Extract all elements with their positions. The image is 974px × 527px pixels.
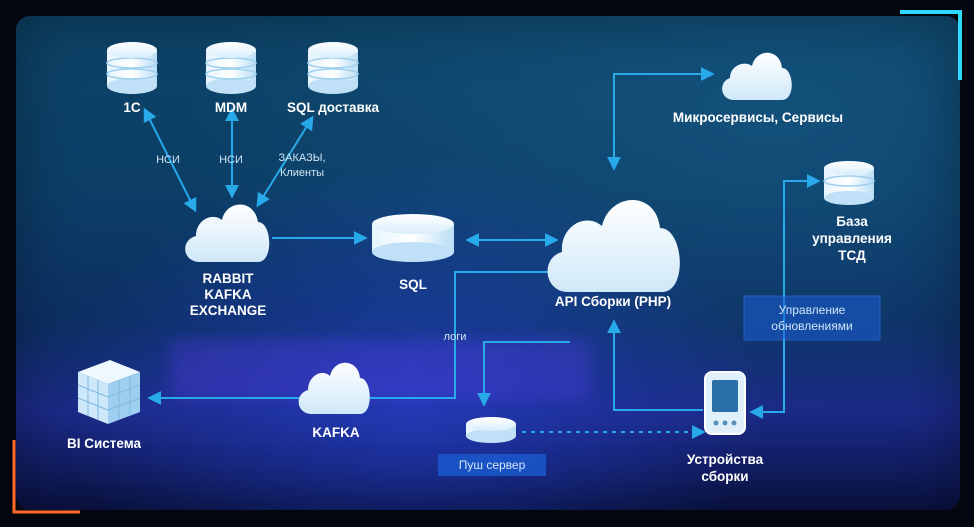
edge-label-nsi-2: НСИ [219, 154, 243, 166]
db-sql-delivery-icon [307, 42, 359, 94]
db-1c-icon [106, 42, 158, 94]
edge-devices-api [607, 319, 703, 411]
label-1c: 1С [123, 100, 141, 115]
frame-corner-bottom-left [12, 440, 80, 514]
edge-logs-api-kafka [352, 271, 548, 405]
edges [143, 67, 821, 439]
label-kafka: KAFKA [312, 425, 359, 440]
edge-api-push [477, 341, 570, 407]
db-mdm-icon [205, 42, 257, 94]
edge-label-orders-2: Клиенты [280, 167, 324, 179]
label-tsd-1: База [836, 214, 868, 229]
label-api: API Сборки (PHP) [555, 294, 671, 309]
label-microservices: Микросервисы, Сервисы [673, 110, 843, 125]
label-bi: BI Система [67, 436, 142, 451]
edge-label-nsi-1: НСИ [156, 154, 180, 166]
edge-label-logs: логи [444, 331, 467, 343]
label-exchange-1: RABBIT [203, 271, 255, 286]
glow-band [170, 340, 590, 400]
db-push-icon [466, 417, 516, 443]
update-mgmt-box [743, 295, 881, 341]
cloud-exchange-icon [185, 204, 270, 262]
label-exchange-2: KAFKA [204, 287, 251, 302]
label-update-mgmt-1: Управление [779, 303, 846, 317]
push-server-box [438, 454, 546, 476]
db-sql-icon [372, 214, 454, 262]
label-push: Пуш сервер [459, 458, 526, 472]
cloud-microservices-icon [722, 52, 792, 100]
edge-exchange-sqldelivery [256, 115, 314, 208]
label-sql: SQL [399, 277, 427, 292]
label-devices-2: сборки [701, 469, 748, 484]
edge-exchange-1c [143, 107, 197, 213]
edge-api-microservices [607, 67, 715, 171]
edge-label-orders-1: ЗАКАЗЫ, [278, 152, 325, 164]
db-tsd-icon [823, 161, 875, 205]
bi-cube-icon [77, 360, 141, 424]
label-mdm: MDM [215, 100, 247, 115]
label-sql-delivery: SQL доставка [287, 100, 380, 115]
frame-corner-top-right [900, 10, 962, 80]
label-update-mgmt-2: обновлениями [771, 319, 852, 333]
label-exchange-3: EXCHANGE [190, 303, 267, 318]
device-icon [704, 371, 746, 435]
label-tsd-2: управления [812, 231, 892, 246]
label-devices-1: Устройства [687, 452, 764, 467]
cloud-kafka-icon [298, 362, 370, 414]
cloud-api-icon [547, 200, 680, 292]
label-tsd-3: ТСД [838, 248, 866, 263]
